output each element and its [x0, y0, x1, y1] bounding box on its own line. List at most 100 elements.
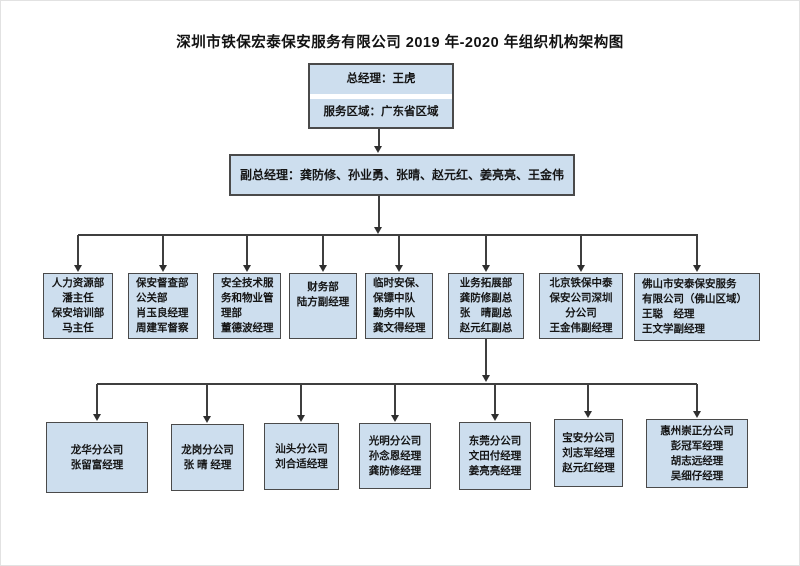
org-box-finance: 财务部 陆方副经理	[289, 273, 357, 339]
dept-line: 理部	[221, 307, 242, 319]
dept-line: 保镖中队	[373, 292, 415, 304]
dept-line: 赵元红副总	[459, 322, 513, 334]
connector-line	[322, 235, 324, 265]
connector-arrow	[374, 227, 382, 234]
connector-arrow	[319, 265, 327, 272]
connector-arrow	[374, 146, 382, 153]
branch-line: 刘合适经理	[275, 457, 328, 470]
dept-line: 龚文得经理	[373, 322, 426, 334]
branch-line: 孙念恩经理	[368, 449, 422, 462]
dept-line: 王聪 经理	[642, 308, 695, 320]
dept-line: 有限公司（佛山区域）	[642, 293, 747, 305]
dept-line: 保安培训部	[51, 307, 105, 319]
branch-line: 文田付经理	[468, 449, 522, 462]
connector-arrow	[584, 411, 592, 418]
branch-line: 惠州崇正分公司	[660, 424, 734, 437]
dept-line: 王金伟副经理	[549, 322, 613, 334]
connector-bus-line	[78, 234, 698, 236]
branch-line: 张留富经理	[70, 458, 124, 471]
dept-line: 周建军督察	[136, 322, 189, 334]
dept-line: 张 晴副总	[459, 307, 513, 319]
connector-line	[378, 129, 380, 146]
dept-line: 临时安保、	[373, 277, 426, 289]
dept-line: 马主任	[62, 322, 94, 334]
org-box-temp-security: 临时安保、 保镖中队 勤务中队 龚文得经理	[365, 273, 433, 339]
connector-arrow	[577, 265, 585, 272]
root-box-divider	[310, 93, 452, 99]
connector-arrow	[203, 416, 211, 423]
dept-line: 佛山市安泰保安服务	[642, 278, 737, 290]
dept-line: 保安公司深圳	[549, 292, 613, 304]
dept-line: 财务部	[307, 281, 339, 293]
branch-line: 光明分公司	[368, 434, 422, 447]
connector-line	[587, 384, 589, 411]
dept-line: 安全技术服	[221, 277, 274, 289]
connector-arrow	[491, 414, 499, 421]
branch-line: 胡志远经理	[670, 454, 724, 467]
dept-line: 龚防修副总	[459, 292, 513, 304]
connector-line	[485, 339, 487, 376]
branch-line: 龙岗分公司	[181, 443, 234, 456]
org-box-security-tech-property: 安全技术服 务和物业管 理部 董德波经理	[213, 273, 281, 339]
dept-line: 公关部	[136, 292, 168, 304]
org-box-guangming: 光明分公司 孙念恩经理 龚防修经理	[359, 423, 431, 489]
connector-line	[580, 235, 582, 265]
dept-line: 保安督查部	[136, 277, 189, 289]
branch-line: 吴细仔经理	[670, 469, 724, 482]
org-box-foshan-company: 佛山市安泰保安服务 有限公司（佛山区域） 王聪 经理 王文学副经理	[634, 273, 760, 341]
dept-line: 董德波经理	[221, 322, 274, 334]
connector-line	[246, 235, 248, 265]
connector-line	[77, 235, 79, 265]
connector-line	[398, 235, 400, 265]
org-box-baoan: 宝安分公司 刘志军经理 赵元红经理	[554, 419, 623, 487]
dept-line: 王文学副经理	[642, 323, 705, 335]
connector-arrow	[159, 265, 167, 272]
branch-line: 龙华分公司	[70, 443, 124, 456]
org-box-supervision: 保安督查部 公关部 肖玉良经理 周建军督察	[128, 273, 198, 339]
branch-line: 汕头分公司	[275, 442, 328, 455]
dept-line: 肖玉良经理	[136, 307, 189, 319]
dept-line: 勤务中队	[373, 307, 415, 319]
org-box-hr: 人力资源部 潘主任 保安培训部 马主任	[43, 273, 113, 339]
general-manager-label: 总经理：王虎	[346, 72, 416, 85]
org-box-business-dev: 业务拓展部 龚防修副总 张 晴副总 赵元红副总	[448, 273, 524, 339]
org-box-general-manager: 总经理：王虎 服务区域：广东省区域	[308, 63, 454, 129]
connector-line	[300, 384, 302, 415]
dept-line: 潘主任	[62, 292, 94, 304]
dept-line: 北京铁保中泰	[549, 277, 613, 289]
connector-arrow	[482, 375, 490, 382]
connector-arrow	[93, 414, 101, 421]
connector-arrow	[74, 265, 82, 272]
connector-line	[162, 235, 164, 265]
branch-line: 赵元红经理	[562, 461, 615, 474]
connector-arrow	[693, 265, 701, 272]
branch-line: 姜亮亮经理	[468, 464, 522, 477]
org-box-dongguan: 东莞分公司 文田付经理 姜亮亮经理	[459, 422, 531, 490]
deputy-managers-label: 副总经理：龚防修、孙业勇、张晴、赵元红、姜亮亮、王金伟	[239, 167, 564, 182]
branch-line: 刘志军经理	[562, 446, 615, 459]
connector-arrow	[482, 265, 490, 272]
connector-arrow	[391, 415, 399, 422]
connector-line	[378, 196, 380, 227]
connector-arrow	[395, 265, 403, 272]
org-box-huizhou: 惠州崇正分公司 彭冠军经理 胡志远经理 吴细仔经理	[646, 419, 748, 488]
branch-line: 龚防修经理	[368, 464, 422, 477]
branch-line: 张 晴 经理	[183, 458, 232, 471]
connector-arrow	[693, 411, 701, 418]
connector-line	[494, 384, 496, 414]
connector-bus-line	[97, 383, 697, 385]
org-box-longhua: 龙华分公司 张留富经理	[46, 422, 148, 493]
org-box-beijing-branch: 北京铁保中泰 保安公司深圳 分公司 王金伟副经理	[539, 273, 623, 339]
branch-line: 彭冠军经理	[670, 439, 724, 452]
dept-line: 务和物业管	[221, 292, 274, 304]
connector-line	[696, 384, 698, 411]
connector-line	[394, 384, 396, 415]
connector-line	[696, 235, 698, 265]
branch-line: 东莞分公司	[468, 434, 522, 447]
org-box-shantou: 汕头分公司 刘合适经理	[264, 423, 339, 490]
dept-line: 分公司	[565, 307, 597, 319]
branch-line: 宝安分公司	[562, 431, 615, 444]
dept-line: 陆方副经理	[296, 296, 350, 308]
dept-line: 业务拓展部	[459, 277, 513, 289]
